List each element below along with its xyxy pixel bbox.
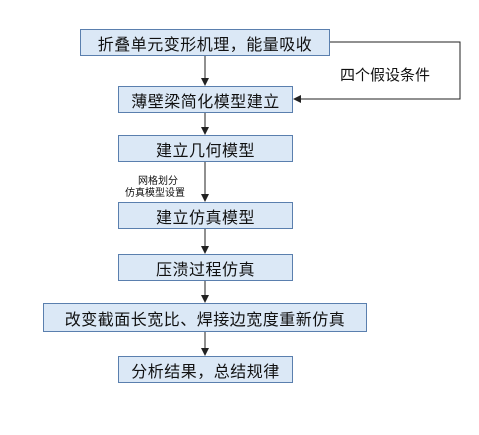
step-simulation-model: 建立仿真模型 xyxy=(118,202,293,229)
side-loop-connector xyxy=(293,41,461,103)
assumptions-label: 四个假设条件 xyxy=(340,66,431,84)
step-simplified-beam-model: 薄壁梁简化模型建立 xyxy=(118,86,293,113)
step-crush-simulation: 压溃过程仿真 xyxy=(118,254,293,281)
step-parameter-variation: 改变截面长宽比、焊接边宽度重新仿真 xyxy=(43,303,367,332)
step-analyze-results: 分析结果，总结规律 xyxy=(118,356,293,383)
mesh-annotation: 网格划分 xyxy=(138,176,178,187)
step-geometry-model: 建立几何模型 xyxy=(118,135,293,162)
step-deformation-mechanism: 折叠单元变形机理，能量吸收 xyxy=(80,29,330,56)
sim-setup-annotation: 仿真模型设置 xyxy=(125,188,185,199)
